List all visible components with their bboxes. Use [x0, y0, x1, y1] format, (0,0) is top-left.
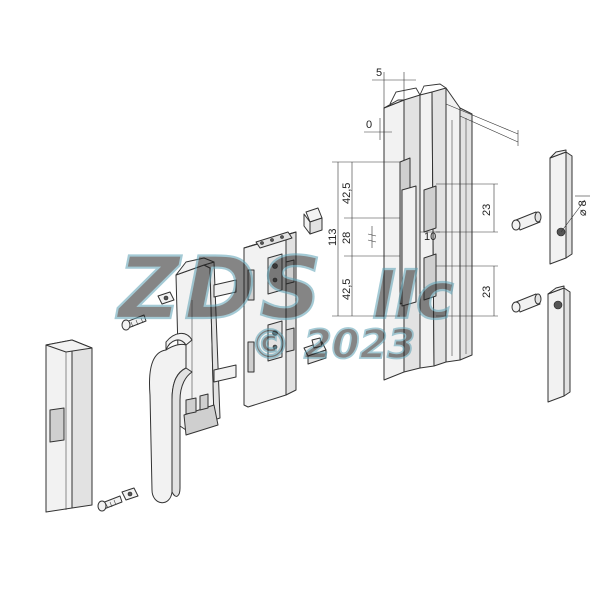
dim-top-offset: 0: [366, 119, 372, 131]
nut-middle: [157, 291, 175, 305]
frame-profile: [383, 83, 473, 381]
dim-top-width: 5: [376, 67, 382, 79]
bolt-upper: [511, 211, 542, 231]
cover-profile: [45, 339, 93, 513]
bolt-lower: [511, 293, 542, 313]
watermark-brand: ZDS: [115, 239, 326, 339]
clip-upper: [303, 207, 323, 235]
dim-middle-spacing: 28: [341, 232, 353, 244]
dim-diameter: ⌀ 8: [577, 200, 589, 216]
dim-upper-spacing: 42,5: [341, 183, 353, 204]
clip-lower: [303, 337, 327, 365]
watermark-suffix: llc: [372, 260, 454, 334]
dim-lower-slot: 23: [481, 286, 493, 298]
strike-plate-lower: [547, 285, 571, 403]
dimension-lines: [332, 72, 590, 317]
screw-bottom: [97, 495, 123, 512]
watermark-copyright: © 2023: [250, 322, 415, 368]
handle-lever: [149, 333, 193, 504]
dim-total-height: 113: [327, 228, 339, 246]
strike-plate-upper: [549, 149, 573, 265]
cover-slot: [49, 407, 65, 443]
nut-bottom: [121, 487, 139, 501]
dimension-labels: 5 0 42,5 28 42,5 113 23 10 23 ⌀ 8: [327, 67, 589, 300]
frame-slot-upper: [423, 185, 437, 233]
dim-upper-slot: 23: [481, 204, 493, 216]
watermark: ZDS llc © 2023: [114, 238, 455, 369]
dim-lower-spacing: 42,5: [341, 279, 353, 300]
dim-center-offset: 10: [424, 231, 436, 243]
lock-case: [243, 231, 297, 408]
screw-middle: [121, 314, 147, 331]
handle-base-plate: [175, 257, 237, 436]
frame-slot-lower: [423, 253, 437, 301]
